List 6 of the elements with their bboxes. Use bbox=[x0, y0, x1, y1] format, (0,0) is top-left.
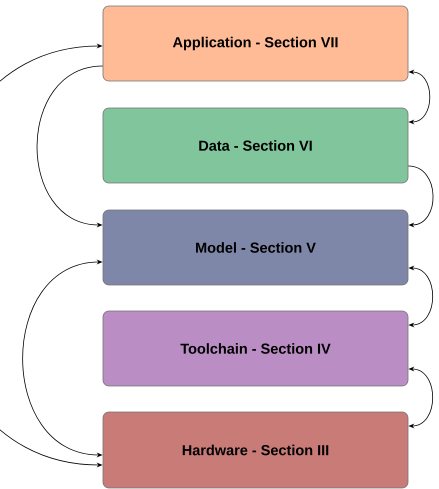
section-box: Data - Section VI bbox=[102, 108, 408, 184]
section-box: Application - Section VII bbox=[102, 6, 408, 82]
section-box: Toolchain - Section IV bbox=[102, 310, 408, 386]
section-box: Hardware - Section III bbox=[102, 412, 408, 488]
section-box: Model - Section V bbox=[102, 210, 408, 286]
arrow bbox=[408, 166, 434, 228]
